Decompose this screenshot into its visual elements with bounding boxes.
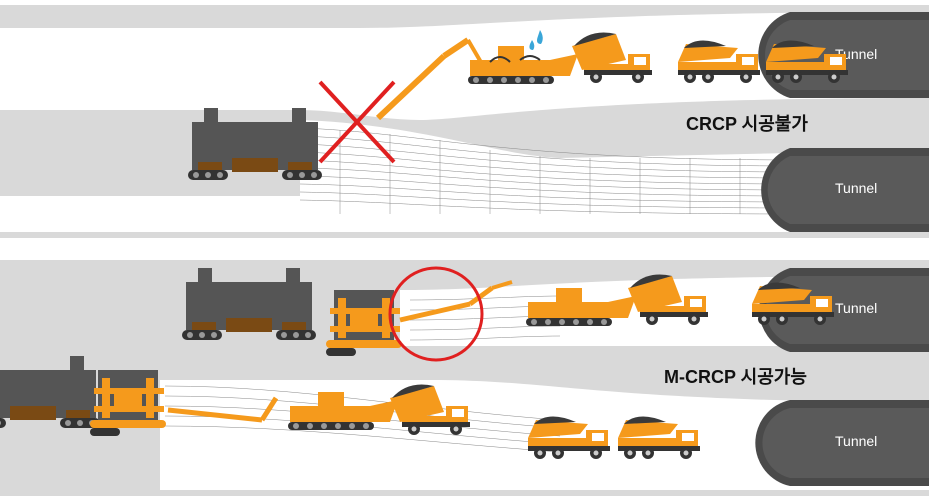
sweating-face-icon xyxy=(489,30,543,63)
bottom-caption: M-CRCP 시공가능 xyxy=(664,367,807,387)
tunnel-lower-top-label: Tunnel xyxy=(835,180,877,196)
top-caption: CRCP 시공불가 xyxy=(686,114,808,134)
tunnel-upper-bottom-label: Tunnel xyxy=(835,300,877,316)
top-panel: Tunnel Tunnel CRCP 시공불가 xyxy=(0,5,929,238)
excavator-icon xyxy=(375,37,578,121)
red-circle-icon xyxy=(388,266,484,362)
tunnel-lower-bottom-label: Tunnel xyxy=(835,433,877,449)
excavator-icon xyxy=(399,280,636,326)
excavator-icon xyxy=(167,392,398,430)
top-paved-texture xyxy=(299,127,801,215)
top-upper-road xyxy=(0,12,929,120)
bottom-panel: Tunnel Tunnel M-CRCP 시공가능 xyxy=(0,260,929,496)
red-x-icon xyxy=(318,80,396,164)
top-lower-road xyxy=(0,120,929,232)
paver-icon xyxy=(90,370,166,436)
